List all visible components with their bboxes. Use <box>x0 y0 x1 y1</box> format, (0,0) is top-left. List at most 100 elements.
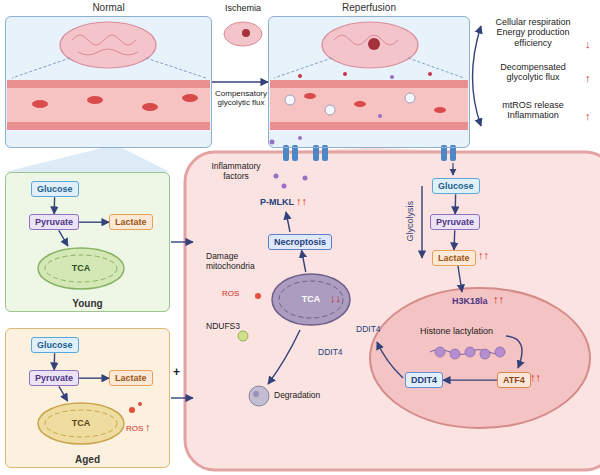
arrow <box>268 330 300 384</box>
mark-label: H3K18la <box>452 296 488 306</box>
ros-dot <box>255 293 261 299</box>
panel-title: Aged <box>6 454 169 466</box>
reperfusion-scene <box>268 16 470 148</box>
arrow <box>452 163 453 175</box>
arrow <box>286 212 290 232</box>
change-arrow: ↑ <box>145 421 151 434</box>
inner-membrane <box>45 255 117 282</box>
process-box: Necroptosis <box>268 234 332 250</box>
nucleus <box>370 288 590 428</box>
change-arrow: ↑↑ <box>530 371 541 384</box>
ros-label: ROS <box>126 424 143 433</box>
protein-label: DDIT4 <box>356 325 381 335</box>
change-arrow: ↓↓ <box>330 292 341 305</box>
effect-note: Cellular respiration Energy production e… <box>484 17 582 48</box>
ros-label: ROS <box>222 289 239 298</box>
protein-label: P-MLKL <box>260 197 294 207</box>
box-label: Glucose <box>37 184 73 194</box>
factor-label: Inflammatory factors <box>205 162 267 182</box>
change-arrow: ↑ <box>585 72 591 85</box>
glucose-box: Glucose <box>31 337 79 353</box>
flow-arrow <box>212 81 268 82</box>
histones <box>435 347 505 359</box>
protein-label: DDIT4 <box>318 348 343 358</box>
mitochondrion: TCA <box>36 401 126 446</box>
pyruvate-box: Pyruvate <box>29 370 79 386</box>
mitochondrion: TCA <box>36 246 126 291</box>
box-label: Glucose <box>438 181 474 191</box>
flow-arrow <box>302 250 306 272</box>
ros-dot <box>129 407 135 413</box>
box-label: Necroptosis <box>274 237 326 247</box>
flux-note: Compensatory glycolytic flux <box>213 89 269 107</box>
flow-arrow <box>59 386 68 401</box>
lactate-box: Lactate <box>432 250 476 266</box>
ros-dot <box>138 402 142 406</box>
scene-panel: Normal <box>5 16 212 148</box>
flow-arrow <box>79 377 109 378</box>
arrow <box>171 241 193 242</box>
flow-arrow <box>79 221 109 222</box>
outer-membrane <box>38 403 124 444</box>
box-label: Lactate <box>438 253 470 263</box>
stage-label: Ischemia <box>220 3 266 13</box>
lactate-box: Lactate <box>109 370 153 386</box>
panel-ground <box>5 328 170 468</box>
change-arrow: ↑↑ <box>296 195 307 208</box>
pyruvate-box: Pyruvate <box>430 214 480 230</box>
gene-box: ATF4 <box>497 372 531 388</box>
glucose-box: Glucose <box>432 178 480 194</box>
ndufs3-blob <box>238 331 248 341</box>
cycle-arrow <box>473 26 481 126</box>
zoom-wedge <box>5 148 170 172</box>
mlkl-pores <box>270 136 329 189</box>
protein-label: NDUFS3 <box>206 322 240 332</box>
effect-note: Decompensated glycolytic flux <box>484 62 582 83</box>
box-label: DDIT4 <box>411 375 437 385</box>
organelle-label: Damage mitochondria <box>206 252 266 272</box>
flow-arrow <box>59 230 68 246</box>
change-arrow: ↑ <box>585 110 591 123</box>
box-label: Lactate <box>115 217 147 227</box>
pathway-label: Glycolysis <box>405 191 415 251</box>
change-arrow: ↑↑ <box>493 293 504 306</box>
scene-panel: Reperfusion <box>268 16 470 148</box>
outer-membrane <box>38 248 124 289</box>
panel-title: Young <box>6 298 169 310</box>
arrow <box>377 342 403 378</box>
inner-membrane <box>279 281 343 318</box>
change-arrow: ↓ <box>585 38 591 51</box>
flow-arrow <box>454 194 456 214</box>
box-label: Pyruvate <box>35 217 73 227</box>
group-panel: Young GlucosePyruvate LactateTCA <box>5 172 170 312</box>
arrow <box>171 397 193 398</box>
flow-arrow <box>53 197 55 214</box>
cycle-label: TCA <box>302 294 321 304</box>
cycle-label: TCA <box>72 418 91 428</box>
effect-note: mtROS release Inflammation <box>484 100 582 121</box>
autophagosome <box>253 391 259 397</box>
glycolysis-arrow <box>421 186 422 258</box>
autophagosome <box>249 386 269 406</box>
panel-title: Normal <box>6 2 211 14</box>
box-label: ATF4 <box>503 375 525 385</box>
plus-sign: + <box>173 366 180 380</box>
inner-membrane <box>45 410 117 437</box>
panel-title: Reperfusion <box>269 2 469 14</box>
cell-membrane <box>185 152 600 470</box>
pyruvate-box: Pyruvate <box>29 214 79 230</box>
glucose-box: Glucose <box>31 181 79 197</box>
arrow <box>458 266 462 292</box>
normal-scene <box>5 16 212 148</box>
flow-arrow <box>443 379 497 380</box>
outer-membrane <box>272 274 350 325</box>
flow-arrow <box>453 230 455 250</box>
cycle-label: TCA <box>72 263 91 273</box>
flow-arrow <box>53 353 55 370</box>
panel-ground <box>5 172 170 312</box>
arrow <box>506 336 522 368</box>
lactate-box: Lactate <box>109 214 153 230</box>
box-label: Glucose <box>37 340 73 350</box>
